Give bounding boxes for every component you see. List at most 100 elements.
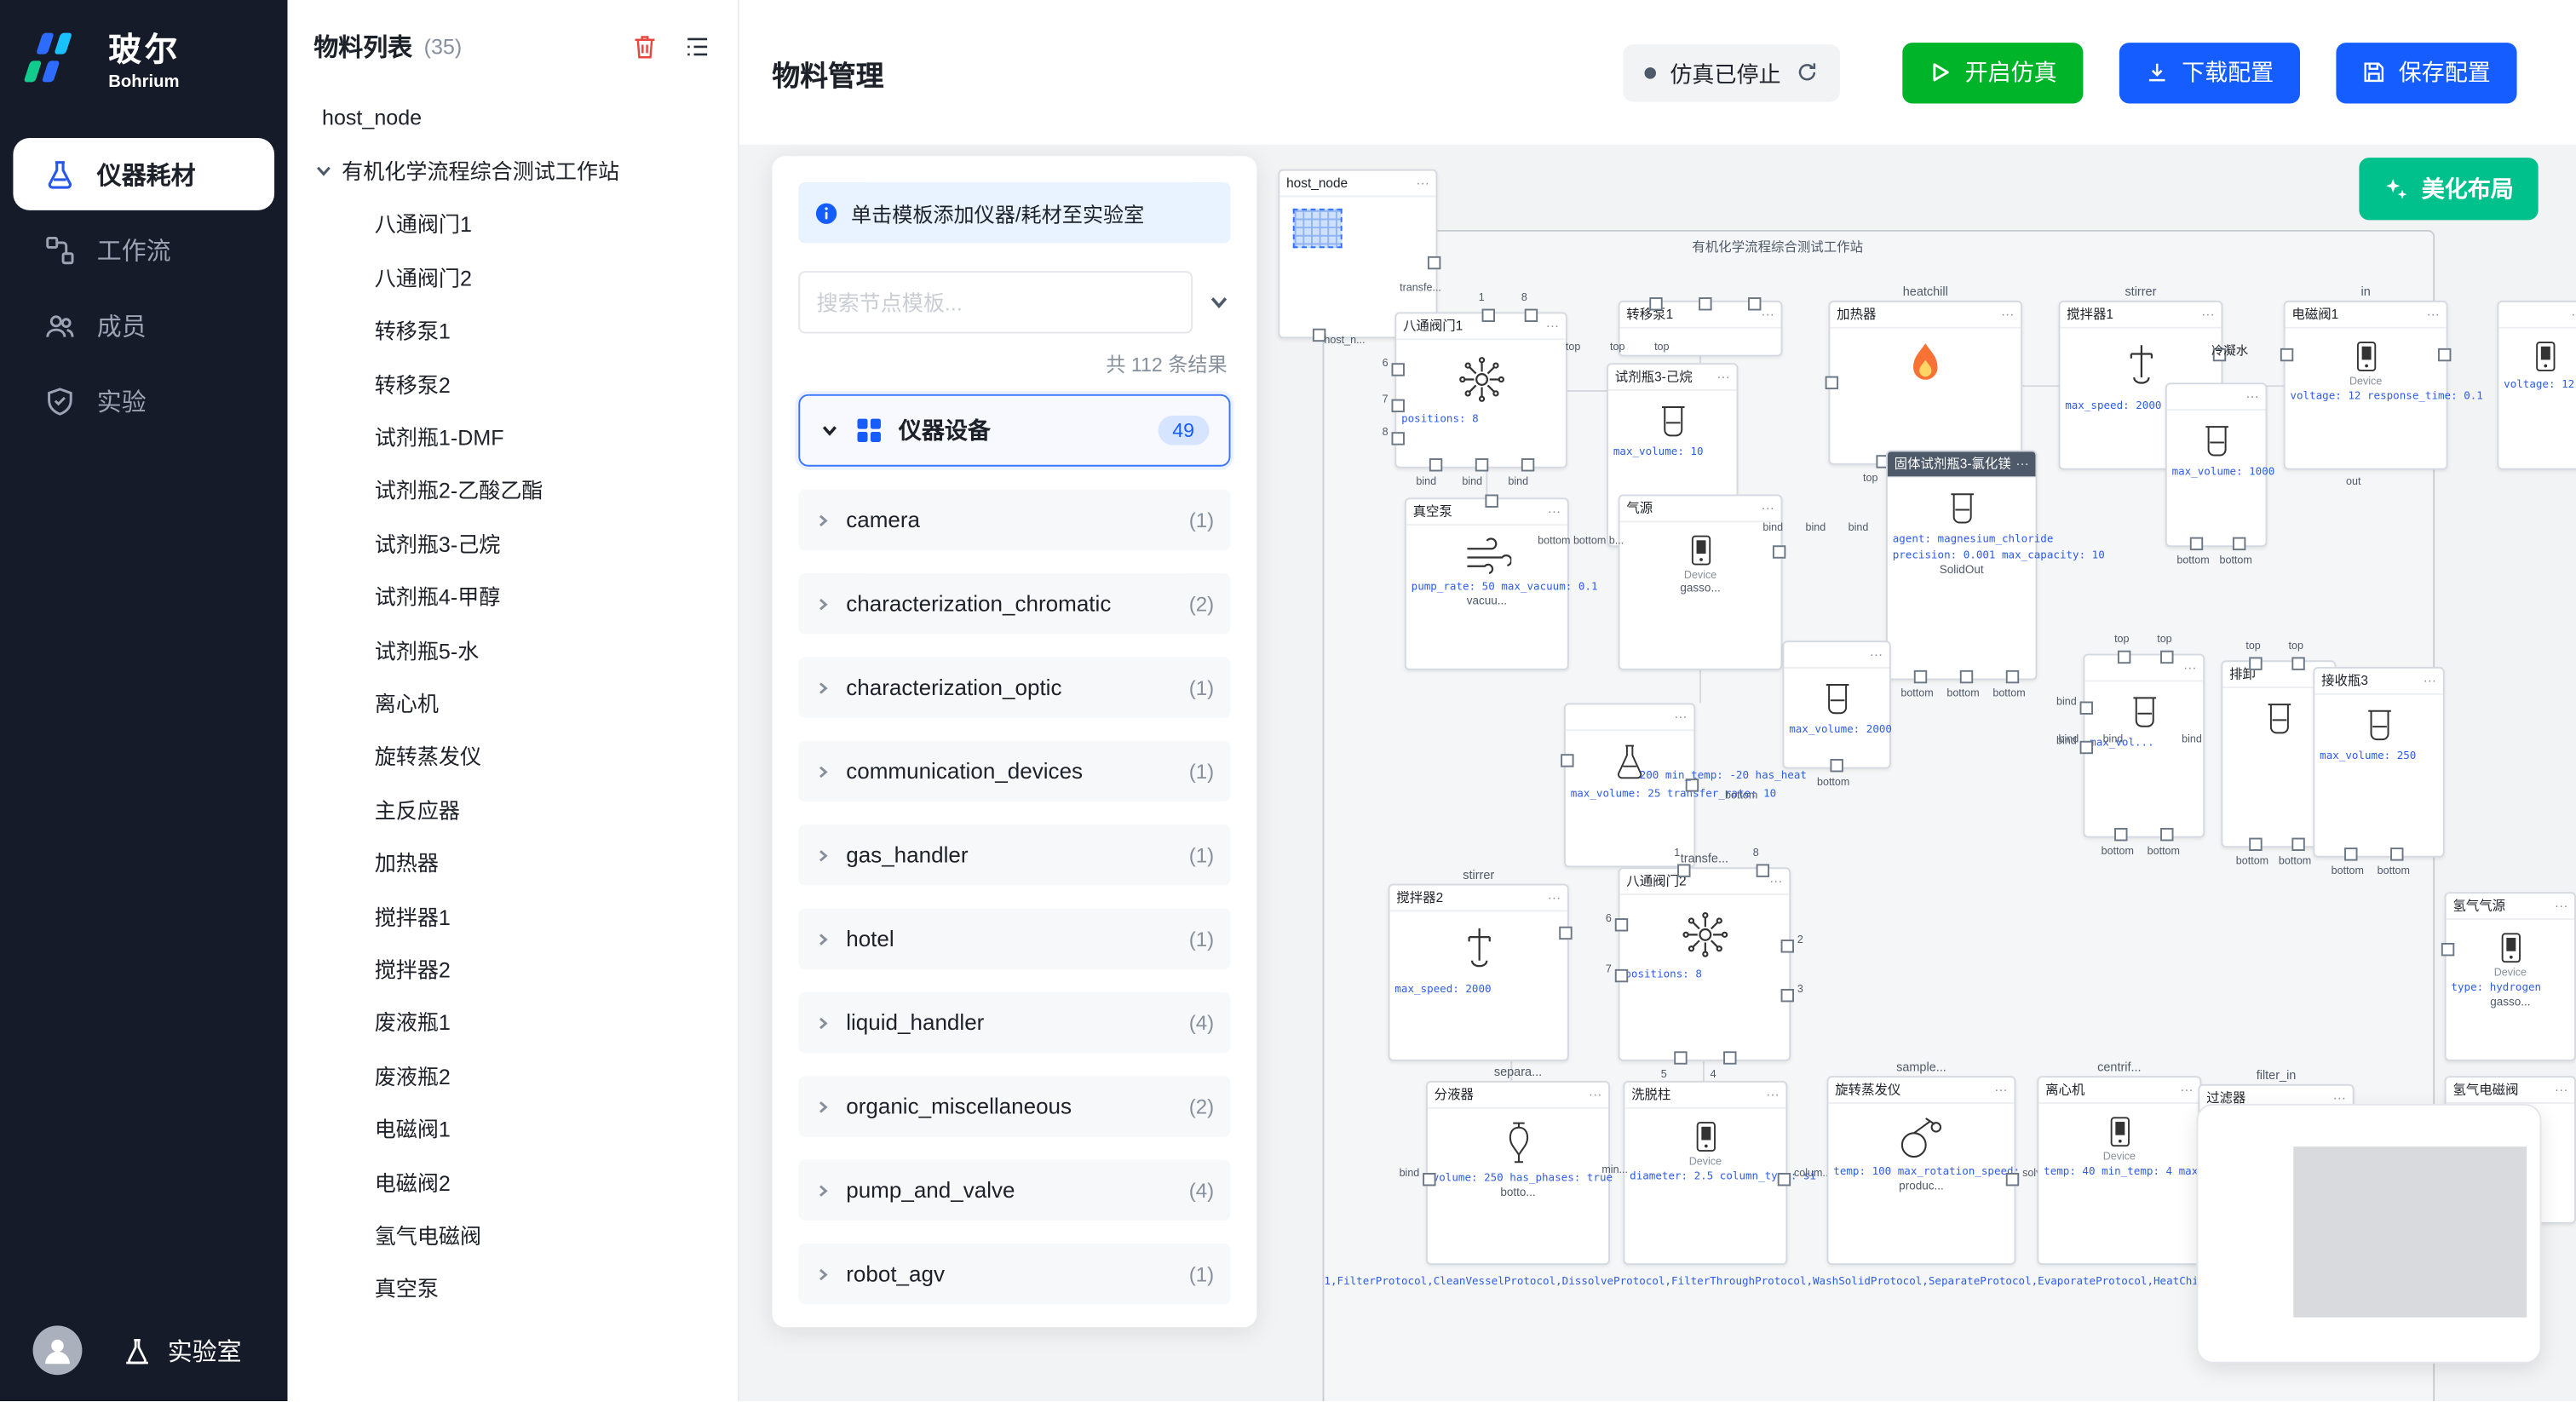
node-menu-icon[interactable]: ··· [1547,504,1561,520]
graph-node-分液器[interactable]: separa...分液器···volume: 250 has_phases: t… [1400,1065,1613,1265]
material-item[interactable]: 试剂瓶2-乙酸乙酯 [313,463,721,515]
port[interactable] [1685,779,1699,792]
port[interactable] [1559,926,1573,940]
port[interactable] [1312,328,1326,342]
port[interactable] [1614,968,1629,983]
port[interactable] [2291,837,2305,851]
material-item[interactable]: 电磁阀2 [313,1154,721,1207]
port[interactable] [1825,376,1839,390]
port[interactable] [2160,650,2174,664]
port[interactable] [1391,363,1405,376]
beautify-layout-button[interactable]: 美化布局 [2359,158,2539,221]
material-item[interactable]: 试剂瓶3-己烷 [313,516,721,569]
minimap-panel[interactable] [2196,1103,2542,1364]
port[interactable] [1677,864,1691,877]
category-characterization_chromatic[interactable]: characterization_chromatic(2) [798,573,1231,635]
port[interactable] [2005,1172,2020,1187]
node-menu-icon[interactable]: ··· [2015,457,2029,472]
category-gas_handler[interactable]: gas_handler(1) [798,825,1231,886]
node-menu-icon[interactable]: ··· [2180,1082,2194,1098]
graph-node-host_node[interactable]: host_node··· [1278,169,1441,342]
port[interactable] [1699,297,1712,311]
node-menu-icon[interactable]: ··· [2245,389,2259,405]
port[interactable] [1391,399,1405,413]
port[interactable] [2114,827,2128,842]
category-hotel[interactable]: hotel(1) [798,908,1231,969]
graph-node[interactable]: ···voltage: 12 [2497,300,2576,470]
port[interactable] [2390,848,2404,861]
graph-canvas[interactable]: 有机化学流程综合测试工作站 host_node···八通阀门1···positi… [739,144,2576,1402]
port[interactable] [1780,988,1794,1003]
sim-status-pill[interactable]: 仿真已停止 [1622,43,1840,101]
material-item[interactable]: 有机化学流程综合测试工作站 [313,144,721,197]
sidebar-item-workflow[interactable]: 工作流 [0,214,287,286]
graph-node-转移泵1[interactable]: 转移泵1··· [1618,297,1783,357]
port[interactable] [1391,432,1405,445]
minimap-viewport[interactable] [2293,1146,2527,1318]
node-menu-icon[interactable]: ··· [1588,1087,1602,1103]
node-menu-icon[interactable]: ··· [2423,673,2437,689]
port[interactable] [1481,308,1495,322]
port[interactable] [2344,848,2358,861]
node-menu-icon[interactable]: ··· [1869,646,1883,663]
material-item[interactable]: 加热器 [313,836,721,888]
tree-list-icon[interactable] [683,33,711,61]
port[interactable] [1772,545,1786,559]
material-item[interactable]: 离心机 [313,675,721,728]
category-organic_miscellaneous[interactable]: organic_miscellaneous(2) [798,1076,1231,1137]
port[interactable] [2249,837,2263,851]
node-menu-icon[interactable]: ··· [1769,873,1783,889]
material-item[interactable]: 电磁阀1 [313,1101,721,1154]
material-item[interactable]: 真空泵 [313,1261,721,1313]
port[interactable] [1614,918,1629,932]
material-item[interactable]: 试剂瓶5-水 [313,623,721,675]
collapse-panel-icon[interactable] [1207,290,1230,313]
port[interactable] [2280,348,2294,362]
category-liquid_handler[interactable]: liquid_handler(4) [798,991,1231,1054]
category-robot_agv[interactable]: robot_agv(1) [798,1243,1231,1305]
node-menu-icon[interactable]: ··· [1416,175,1429,191]
graph-node-旋转蒸发仪[interactable]: sample...旋转蒸发仪···temp: 100 max_rotation_… [1826,1060,2062,1265]
port[interactable] [1649,297,1663,311]
node-menu-icon[interactable]: ··· [1761,501,1774,516]
node-menu-icon[interactable]: ··· [1994,1082,2008,1098]
sidebar-item-experiments[interactable]: 实验 [0,365,287,437]
node-menu-icon[interactable]: ··· [1761,307,1774,322]
port[interactable] [1521,458,1535,472]
material-item[interactable]: 废液瓶2 [313,1048,721,1100]
port[interactable] [1830,758,1843,773]
section-instrument-devices[interactable]: 仪器设备 49 [798,394,1231,467]
node-menu-icon[interactable]: ··· [2554,1082,2568,1098]
material-item[interactable]: 氢气电磁阀 [313,1208,721,1261]
node-menu-icon[interactable]: ··· [2000,307,2015,322]
port[interactable] [1913,669,1928,684]
sidebar-item-instruments[interactable]: 仪器耗材 [13,137,275,210]
category-communication_devices[interactable]: communication_devices(1) [798,740,1231,802]
port[interactable] [2212,348,2227,362]
port[interactable] [2005,669,2020,684]
material-item[interactable]: 八通阀门1 [313,197,721,250]
node-menu-icon[interactable]: ··· [2554,898,2568,914]
port[interactable] [2079,740,2093,755]
category-pump_and_valve[interactable]: pump_and_valve(4) [798,1159,1231,1221]
port[interactable] [1747,297,1762,311]
port[interactable] [1561,754,1574,767]
port[interactable] [1524,308,1538,322]
port[interactable] [1429,458,1443,472]
refresh-icon[interactable] [1796,60,1819,83]
port[interactable] [1427,256,1441,270]
trash-icon[interactable] [631,33,659,61]
node-menu-icon[interactable]: ··· [1766,1087,1780,1103]
node-menu-icon[interactable]: ··· [1716,369,1730,385]
node-menu-icon[interactable]: ··· [1674,710,1688,725]
material-item[interactable]: 废液瓶1 [313,995,721,1048]
port[interactable] [1423,1172,1436,1187]
download-config-button[interactable]: 下载配置 [2119,42,2300,103]
node-menu-icon[interactable]: ··· [2426,307,2440,322]
